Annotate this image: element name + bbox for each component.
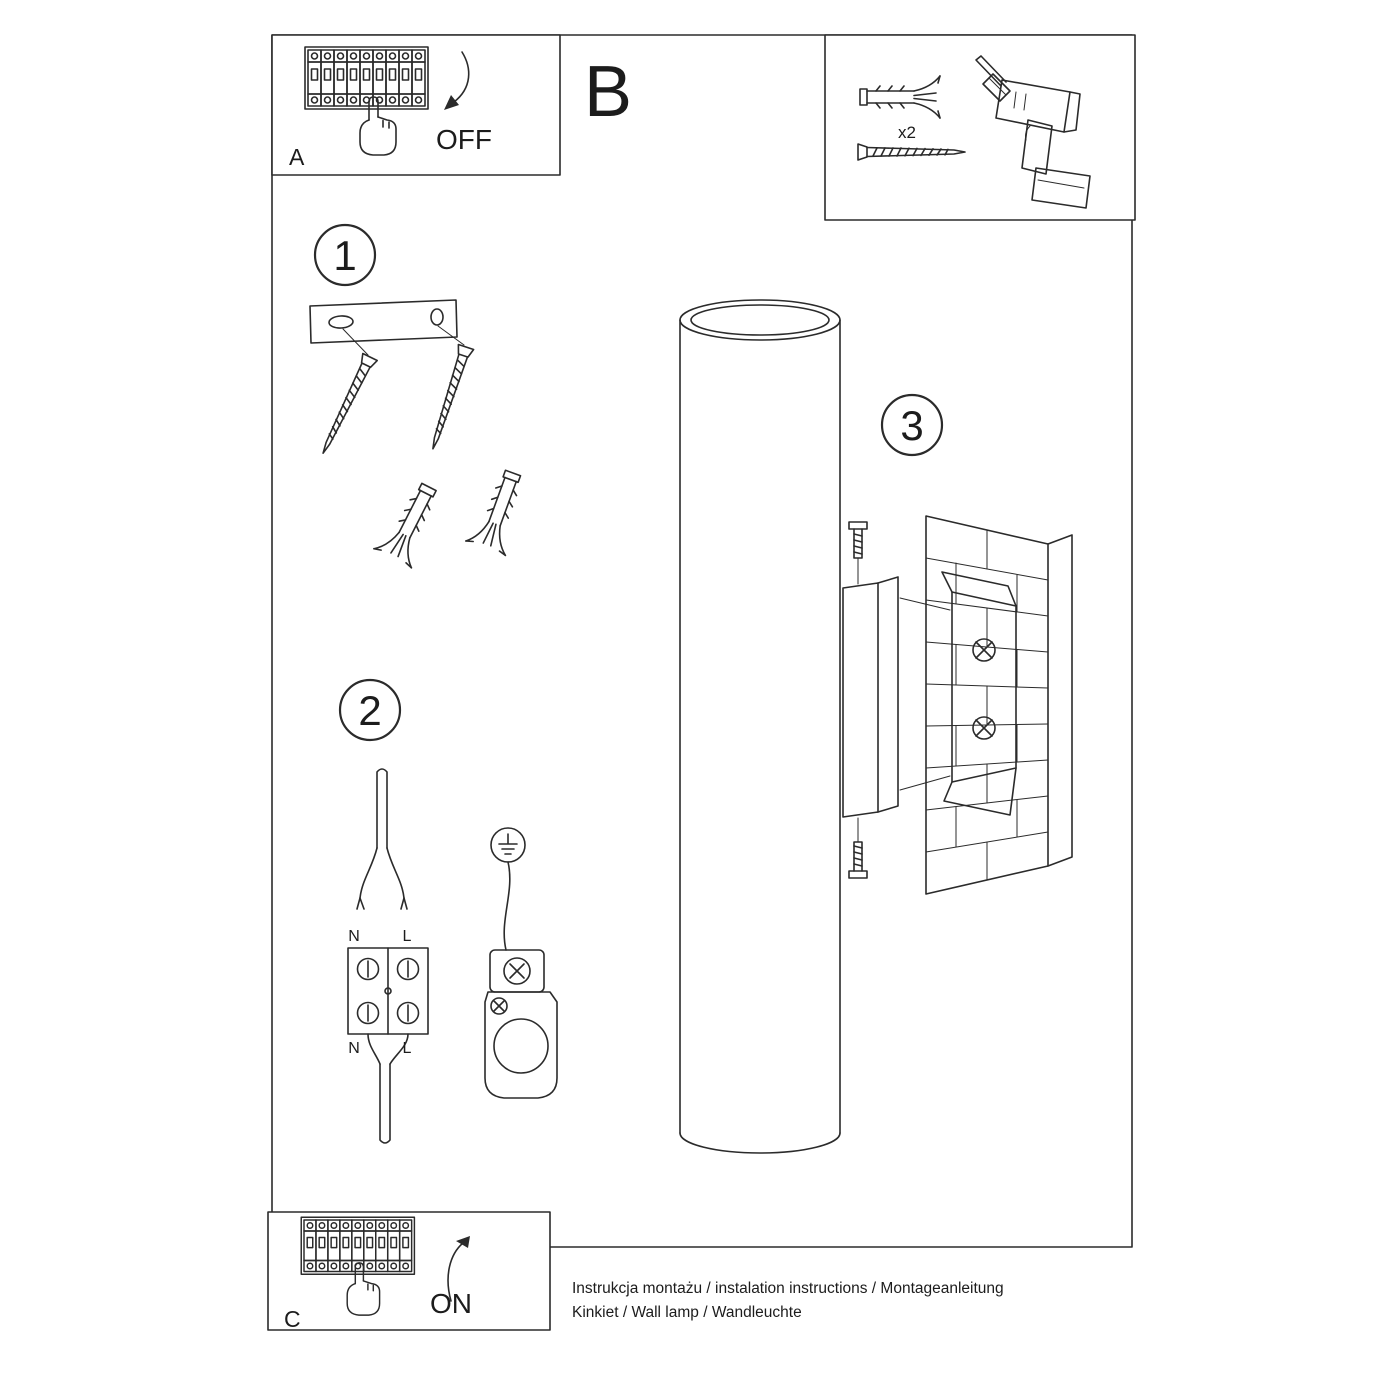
step-3-badge [880, 393, 944, 457]
terminal-label-l-top: L [403, 928, 412, 945]
box-c-label: C [284, 1306, 301, 1332]
terminal-block-drawing [347, 947, 429, 1035]
step-2-number: 2 [358, 687, 381, 734]
hardware-box [824, 34, 1136, 221]
machine-screw-icon [848, 841, 868, 879]
step-2-badge [338, 678, 402, 742]
screw-icon [424, 343, 475, 453]
power-on-panel [267, 1211, 551, 1331]
lamp-cable-drawing [367, 1033, 409, 1144]
step-3-number: 3 [900, 402, 923, 449]
mounting-plate-drawing [309, 299, 465, 356]
lamp-bracket-drawing [842, 521, 951, 879]
wall-mounting-plate-drawing [941, 571, 1017, 816]
anchor-quantity-label: x2 [898, 123, 916, 142]
section-label-b: B [584, 52, 632, 132]
brick-wall-drawing [925, 515, 1073, 895]
main-frame [271, 34, 1133, 1248]
terminal-label-n-top: N [348, 928, 360, 945]
step-2 [338, 678, 558, 1144]
step-3 [679, 299, 1073, 1154]
phillips-screw-icon [972, 638, 996, 662]
screw-icon [315, 352, 378, 458]
wall-anchor-icon [465, 465, 534, 557]
drill-icon [975, 55, 1091, 209]
footer-line-2: Kinkiet / Wall lamp / Wandleuchte [572, 1304, 802, 1321]
on-arrow-icon [447, 1236, 470, 1302]
step-1-badge [313, 223, 377, 287]
phillips-screw-icon [972, 716, 996, 740]
step-1 [309, 223, 534, 569]
ground-symbol-icon [490, 827, 526, 863]
lamp-tube-drawing [679, 299, 841, 1154]
machine-screw-icon [848, 521, 868, 559]
off-state-label: OFF [436, 124, 492, 155]
supply-cable-drawing [356, 768, 408, 910]
terminal-label-n-bottom: N [348, 1040, 360, 1057]
off-arrow-icon [444, 51, 470, 110]
footer: Instrukcja montażu / instalation instruc… [572, 1280, 1004, 1321]
box-a-label: A [289, 144, 305, 170]
footer-line-1: Instrukcja montażu / instalation instruc… [572, 1280, 1004, 1297]
power-off-panel [271, 34, 561, 176]
wall-anchor-icon [373, 476, 449, 569]
terminal-label-l-bottom: L [403, 1040, 412, 1057]
step-1-number: 1 [333, 232, 356, 279]
ground-connector-drawing [484, 861, 558, 1099]
on-state-label: ON [430, 1288, 472, 1319]
